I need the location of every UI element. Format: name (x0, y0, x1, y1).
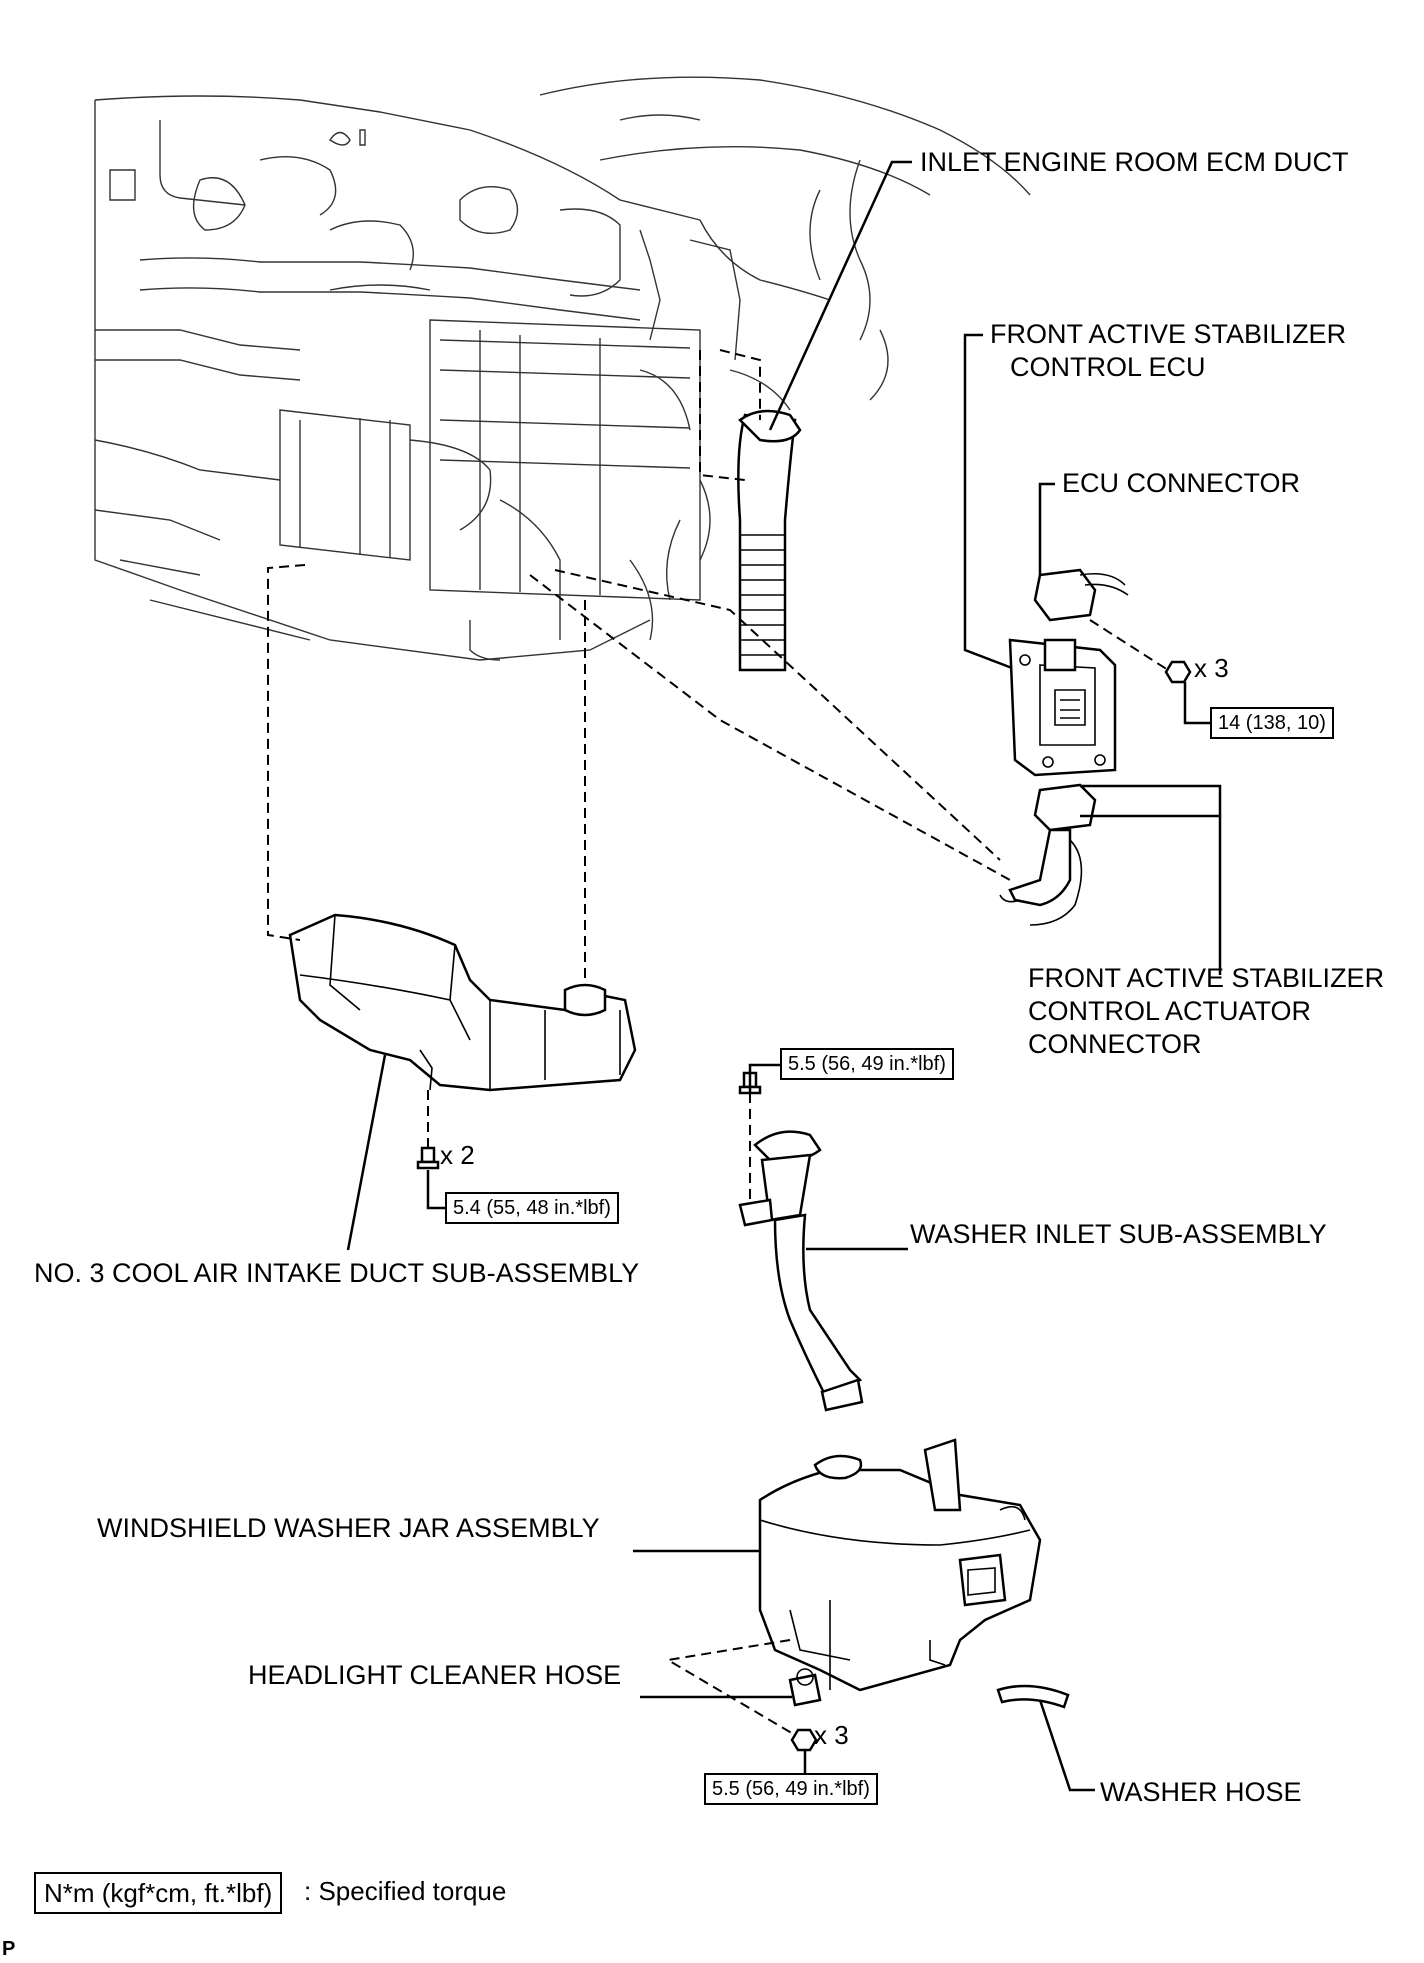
corner-mark: P (2, 1938, 16, 1960)
torque-washer-inlet-bolt: 5.5 (56, 49 in.*lbf) (780, 1048, 954, 1080)
qty-jar-bolts: x 3 (814, 1720, 849, 1750)
label-washer-inlet: WASHER INLET SUB-ASSEMBLY (910, 1219, 1327, 1249)
torque-ecu-bolts: 14 (138, 10) (1210, 707, 1334, 739)
windshield-washer-jar-assembly (758, 1438, 1042, 1707)
label-no3-cool-air-intake-duct: NO. 3 COOL AIR INTAKE DUCT SUB-ASSEMBLY (34, 1258, 640, 1288)
washer-inlet-sub-assembly (738, 1130, 864, 1412)
label-front-active-stabilizer-ecu-line1: FRONT ACTIVE STABILIZER (990, 319, 1347, 349)
duct-bolt (416, 1146, 440, 1170)
torque-duct-bolts: 5.4 (55, 48 in.*lbf) (445, 1192, 619, 1224)
no3-cool-air-intake-duct (288, 913, 637, 1092)
washer-inlet-bolt (738, 1071, 762, 1095)
label-ecu-connector: ECU CONNECTOR (1062, 468, 1301, 498)
label-washer-hose: WASHER HOSE (1100, 1777, 1302, 1807)
alignment-lines (267, 349, 1169, 1736)
label-inlet-engine-room-ecm-duct: INLET ENGINE ROOM ECM DUCT (920, 147, 1349, 177)
washer-hose (996, 1684, 1070, 1709)
legend-description: : Specified torque (304, 1876, 507, 1906)
label-actuator-connector-line2: CONTROL ACTUATOR (1028, 996, 1312, 1026)
front-active-stabilizer-actuator-connector (999, 783, 1097, 926)
label-windshield-washer-jar: WINDSHIELD WASHER JAR ASSEMBLY (97, 1513, 600, 1543)
label-front-active-stabilizer-ecu-line2: CONTROL ECU (1010, 352, 1206, 382)
vehicle-front-structure (94, 76, 1031, 661)
leader-lines (346, 160, 1222, 1792)
label-actuator-connector-line1: FRONT ACTIVE STABILIZER (1028, 963, 1385, 993)
ecu-connector (1033, 568, 1129, 622)
ecu-bolt (1164, 660, 1192, 684)
label-headlight-cleaner-hose: HEADLIGHT CLEANER HOSE (248, 1660, 622, 1690)
qty-ecu-bolts: x 3 (1194, 653, 1229, 683)
label-actuator-connector-line3: CONNECTOR (1028, 1029, 1202, 1059)
front-active-stabilizer-control-ecu (1008, 638, 1117, 777)
jar-bolt (790, 1728, 818, 1752)
inlet-engine-room-ecm-duct (737, 409, 802, 672)
qty-duct-bolts: x 2 (440, 1140, 475, 1170)
torque-jar-bolts: 5.5 (56, 49 in.*lbf) (704, 1773, 878, 1805)
legend-unit-box: N*m (kgf*cm, ft.*lbf) (34, 1872, 283, 1914)
